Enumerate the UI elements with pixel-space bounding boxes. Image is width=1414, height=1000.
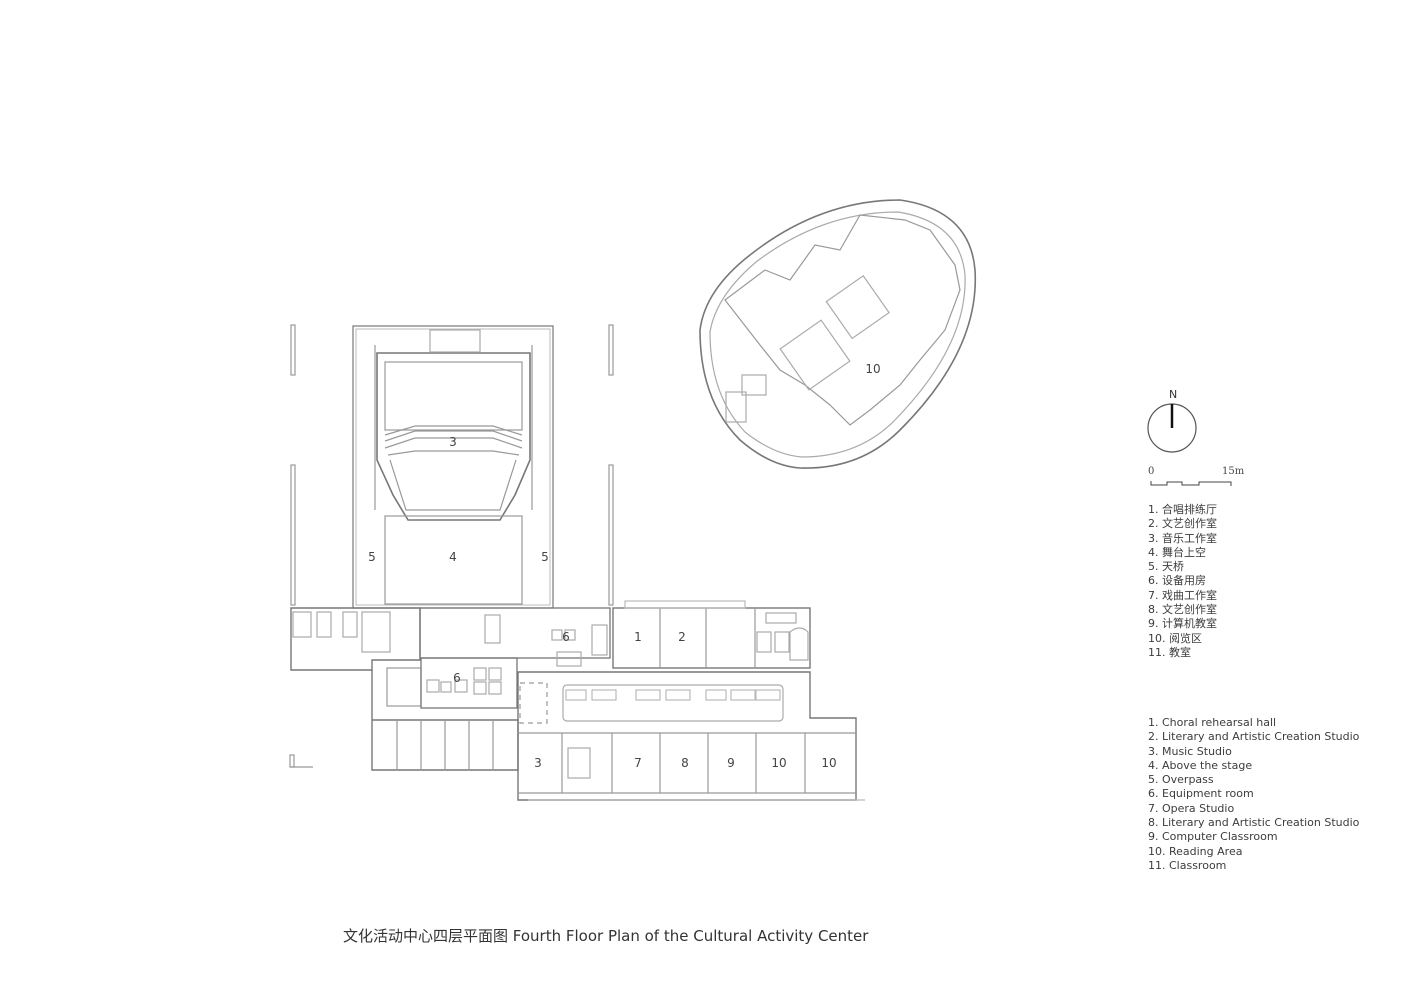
room-number-label: 5 [541, 550, 549, 564]
legend-item: 9. 计算机教室 [1148, 617, 1217, 631]
legend-item: 7. Opera Studio [1148, 801, 1235, 815]
legend-item: 10. 阅览区 [1148, 631, 1202, 645]
legend-item: 4. 舞台上空 [1148, 545, 1206, 559]
legend-chinese: 1. 合唱排练厅 2. 文艺创作室 3. 音乐工作室 4. 舞台上空 5. 天桥… [1148, 503, 1217, 660]
equipment-room-6b [420, 657, 518, 709]
reading-pavilion-outline [699, 199, 977, 469]
legend-item: 11. 教室 [1148, 645, 1191, 659]
room-number-label: 10 [821, 756, 837, 770]
legend-item: 7. 戏曲工作室 [1148, 588, 1217, 602]
north-label: N [1169, 388, 1178, 401]
legend-item: 6. Equipment room [1148, 787, 1254, 801]
room-number-label: 5 [368, 550, 376, 564]
legend-item: 5. 天桥 [1148, 560, 1184, 574]
legend-item: 2. 文艺创作室 [1148, 517, 1217, 531]
room-number-label: 1 [634, 630, 642, 644]
room-number-label: 9 [727, 756, 735, 770]
legend-item: 9. Computer Classroom [1148, 830, 1278, 844]
north-arrow-icon [1147, 403, 1197, 453]
legend-english: 1. Choral rehearsal hall 2. Literary and… [1148, 716, 1359, 873]
room-number-label: 2 [678, 630, 686, 644]
scale-bar [1150, 481, 1232, 486]
room-number-label: 7 [634, 756, 642, 770]
west-core-outline [290, 607, 421, 671]
legend-item: 11. Classroom [1148, 858, 1227, 872]
legend-item: 6. 设备用房 [1148, 574, 1206, 588]
room-number-label: 4 [449, 550, 457, 564]
legend-item: 2. Literary and Artistic Creation Studio [1148, 730, 1360, 744]
room-number-label: 8 [681, 756, 689, 770]
drawing-caption: 文化活动中心四层平面图 Fourth Floor Plan of the Cul… [343, 927, 869, 945]
room-number-label: 3 [534, 756, 542, 770]
room-number-label: 10 [865, 362, 881, 376]
scale-start-label: 0 [1148, 466, 1155, 477]
atrium-void [562, 684, 784, 722]
legend-item: 8. Literary and Artistic Creation Studio [1148, 816, 1360, 830]
room-number-label: 10 [771, 756, 787, 770]
auditorium-outline [376, 352, 531, 521]
legend-item: 1. 合唱排练厅 [1148, 503, 1217, 516]
east-wing-lower [517, 671, 857, 801]
room-number-label: 6 [562, 630, 570, 644]
east-wing-upper [612, 607, 811, 669]
legend-item: 1. Choral rehearsal hall [1148, 716, 1277, 729]
room-number-label: 3 [449, 435, 457, 449]
legend-item: 5. Overpass [1148, 773, 1214, 787]
theater-block-outline [352, 325, 554, 609]
scale-end-label: 15m [1222, 466, 1245, 477]
stage-area [384, 515, 523, 605]
legend-item: 3. Music Studio [1148, 744, 1232, 758]
legend-item: 8. 文艺创作室 [1148, 603, 1217, 617]
legend-item: 3. 音乐工作室 [1148, 531, 1217, 545]
legend-item: 4. Above the stage [1148, 758, 1253, 772]
legend-item: 10. Reading Area [1148, 844, 1243, 858]
room-number-label: 6 [453, 671, 461, 685]
